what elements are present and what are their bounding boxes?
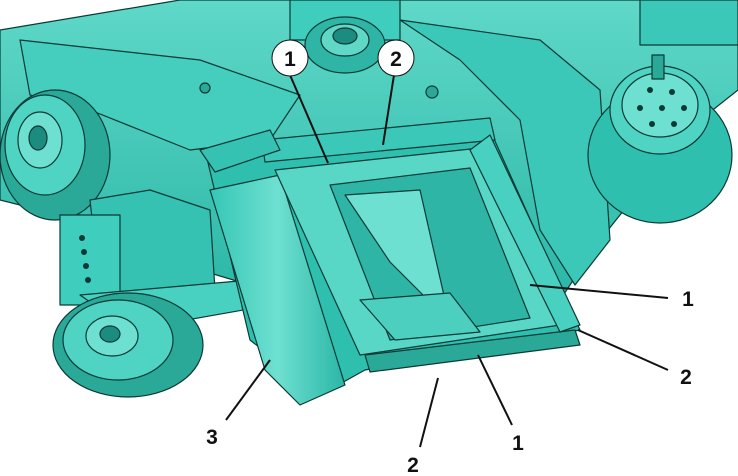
callout-label: 1: [284, 48, 296, 71]
pulley-assembly: [587, 0, 738, 224]
callout-bubble-1: 1: [271, 39, 309, 77]
discharge-chute: [199, 117, 581, 406]
leader-lines: [225, 74, 669, 448]
callout-label: 2: [390, 48, 402, 71]
rear-wheel: [52, 292, 204, 398]
callout-bubble-2: 2: [377, 39, 415, 77]
callout-bottom-2: 2: [407, 454, 419, 476]
callout-left-3: 3: [206, 426, 218, 449]
callout-bottom-1: 1: [512, 432, 524, 455]
callout-right-1: 1: [682, 288, 694, 311]
front-wheel: [0, 89, 111, 221]
callout-right-2: 2: [680, 366, 692, 389]
motor-spindle: [199, 0, 439, 99]
